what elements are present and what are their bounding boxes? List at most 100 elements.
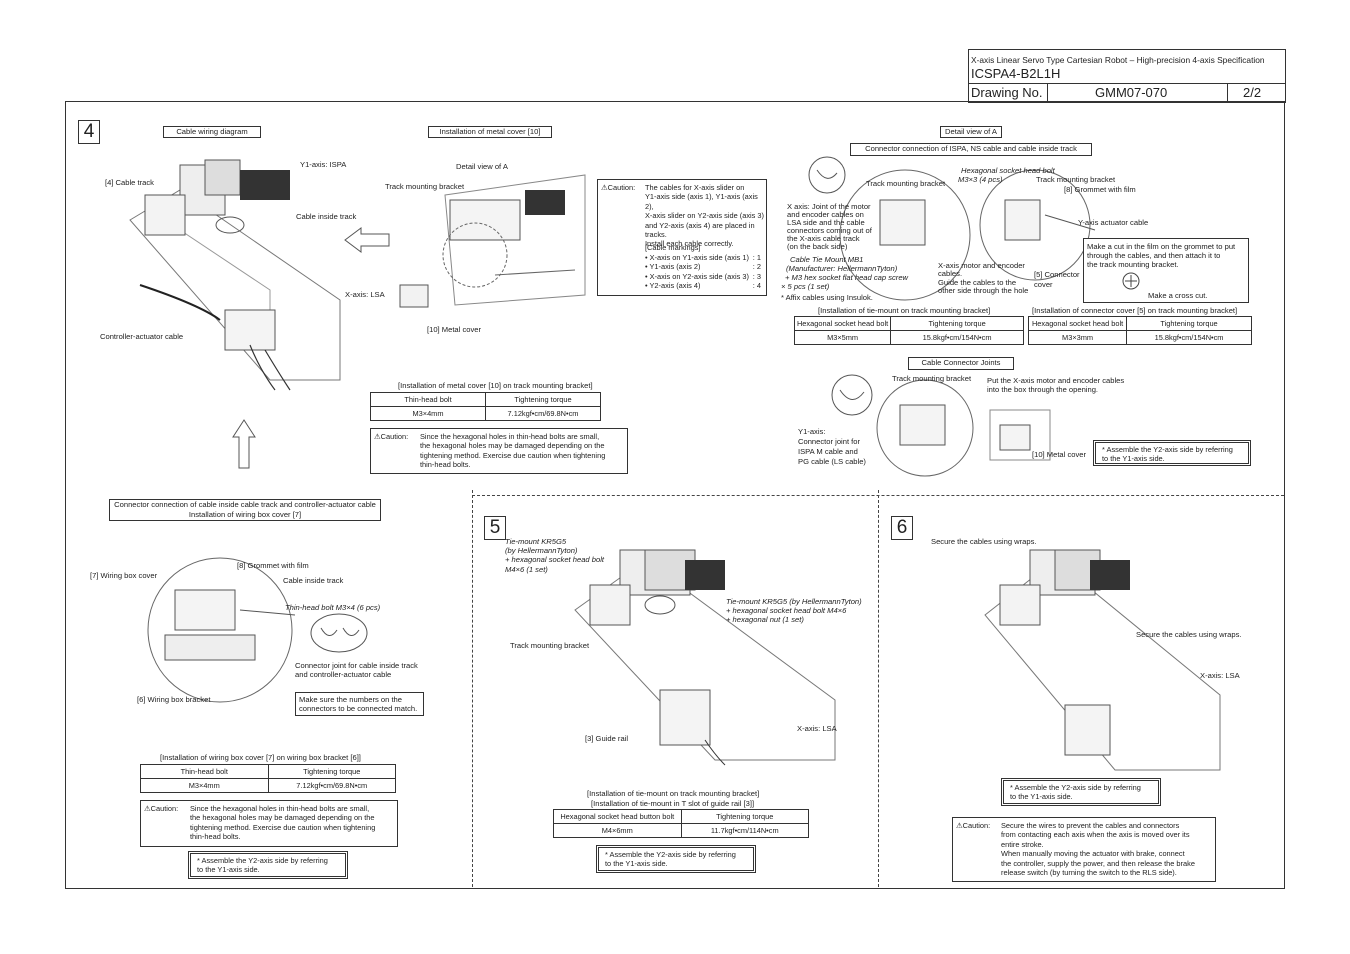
cable-wiring-illustration	[129, 159, 341, 391]
title-vdiv2	[1227, 83, 1228, 102]
caution-body: Since the hexagonal holes in thin-head b…	[420, 432, 606, 470]
label-track-mounting-bracket-c: Track mounting bracket	[892, 374, 972, 383]
metal-cover-illustration	[399, 174, 586, 308]
label-tie-mount-1: Tie-mount KR5G5 (by HellermannTyton) + h…	[505, 537, 605, 574]
label-grommet: [8] Grommet with film	[1064, 185, 1136, 194]
caution-section-6: ⚠Caution: Secure the wires to prevent th…	[952, 817, 1216, 882]
drawing-number: GMM07-070	[1095, 85, 1168, 100]
section-6-number: 6	[891, 516, 913, 540]
label-affix: * Affix cables using Insulok.	[781, 293, 873, 302]
wiring-box-table-title: [Installation of wiring box cover [7] on…	[160, 753, 361, 762]
metal-cover-table-title: [Installation of metal cover [10] on tra…	[398, 381, 593, 390]
table-header: Tightening torque	[680, 809, 809, 824]
label-x-axis-lsa: X-axis: LSA	[345, 290, 385, 299]
table-header: Tightening torque	[485, 392, 601, 407]
label-cable-inside-track: Cable inside track	[296, 212, 357, 221]
marking-value: : 2	[752, 262, 761, 272]
label-secure-1: Secure the cables using wraps.	[931, 537, 1037, 546]
product-title: X-axis Linear Servo Type Cartesian Robot…	[971, 55, 1265, 65]
label-y1-joint: Y1-axis: Connector joint for ISPA M cabl…	[798, 427, 866, 466]
detail-a-illustration	[808, 156, 1096, 301]
label-hex-screw: Hexagonal socket head bolt	[961, 166, 1055, 175]
caution-head: ⚠Caution:	[144, 804, 179, 813]
label-connector-cover: [5] Connector cover	[1034, 270, 1080, 289]
table-header: Hexagonal socket head bolt	[1027, 316, 1128, 331]
cable-connector-joints-illustration	[831, 374, 1051, 477]
label-secure-2: Secure the cables using wraps.	[1136, 630, 1242, 639]
label-put-cables: Put the X-axis motor and encoder cables …	[987, 376, 1125, 395]
label-wiring-box-bracket: [6] Wiring box bracket	[137, 695, 211, 704]
label-track-mounting-bracket-b: Track mounting bracket	[1036, 175, 1116, 184]
table-cell: M4×6mm	[553, 823, 682, 838]
table-cell: 7.12kgf•cm/69.8N•cm	[485, 406, 601, 421]
table-cell: M3×4mm	[140, 778, 269, 793]
divider-v-mid	[878, 490, 879, 887]
table-header: Hexagonal socket head button bolt	[553, 809, 682, 824]
warning-icon: ⚠	[144, 804, 151, 813]
section5-table-title-2: [Installation of tie-mount in T slot of …	[591, 799, 755, 808]
label-x-axis-5: X-axis: LSA	[797, 724, 837, 733]
drawing-frame	[65, 101, 1285, 889]
section-5-illustration	[574, 549, 836, 766]
label-wiring-box-cover: [7] Wiring box cover	[90, 571, 158, 580]
grommet-note-box: Make a cut in the film on the grommet to…	[1083, 238, 1249, 303]
arrow-left-icon	[344, 227, 390, 253]
tie-mount-table-title: [Installation of tie-mount on track moun…	[818, 306, 991, 315]
caution-body: Since the hexagonal holes in thin-head b…	[190, 804, 376, 842]
label-metal-cover-10: [10] Metal cover	[427, 325, 482, 334]
label-tie-mount-2: Tie-mount KR5G5 (by HellermannTyton) + h…	[726, 597, 862, 625]
assemble-note-joints: * Assemble the Y2-axis side by referring…	[1093, 440, 1251, 466]
cable-wiring-title: Cable wiring diagram	[163, 126, 261, 138]
caution-body: Secure the wires to prevent the cables a…	[1001, 821, 1195, 878]
drawing-label: Drawing No.	[971, 85, 1043, 100]
label-manufacturer: (Manufacturer: HellermannTyton)	[786, 264, 898, 273]
grommet-note: Make a cut in the film on the grommet to…	[1087, 242, 1236, 269]
table-cell: M3×5mm	[793, 330, 892, 345]
metal-cover-title: Installation of metal cover [10]	[428, 126, 552, 138]
caution-head: ⚠Caution:	[601, 183, 636, 192]
marking-label: • Y1-axis (axis 2)	[645, 262, 701, 272]
section-5-number: 5	[484, 516, 506, 540]
label-cable-inside-track-wb: Cable inside track	[283, 576, 344, 585]
caution-thin-head-bolts: ⚠Caution: Since the hexagonal holes in t…	[370, 428, 628, 474]
cross-cut-label: Make a cross cut.	[1148, 291, 1208, 300]
label-thin-head-bolt: Thin-head bolt M3×4 (6 pcs)	[285, 603, 381, 612]
table-cell: 11.7kgf•cm/114N•cm	[680, 823, 809, 838]
label-hex-flat: + M3 hex socket flat head cap screw	[785, 273, 909, 282]
label-tie-mount: Cable Tie Mount MB1	[790, 255, 864, 264]
cross-cut-icon	[1122, 272, 1140, 290]
table-header: Thin-head bolt	[370, 392, 486, 407]
arrow-up-icon	[232, 419, 256, 469]
wiring-box-illustration	[147, 557, 296, 703]
section-6-illustration	[984, 549, 1221, 771]
detail-view-a-title: Detail view of A	[940, 126, 1002, 138]
marking-value: : 3	[752, 271, 761, 281]
section5-table-title-1: [Installation of tie-mount on track moun…	[587, 789, 760, 798]
warning-icon: ⚠	[956, 821, 963, 830]
marking-label: • X-axis on Y2-axis side (axis 3)	[645, 271, 749, 281]
label-y-actuator-cable: Y-axis actuator cable	[1078, 218, 1149, 227]
title-block: X-axis Linear Servo Type Cartesian Robot…	[968, 49, 1286, 103]
label-track-mounting-bracket: Track mounting bracket	[385, 182, 465, 191]
page-number: 2/2	[1243, 85, 1262, 100]
table-header: Hexagonal socket head bolt	[793, 316, 892, 331]
table-cell: M3×4mm	[370, 406, 486, 421]
numbers-match-note: Make sure the numbers on the connectors …	[299, 695, 418, 714]
table-cell: M3×3mm	[1027, 330, 1128, 345]
marking-value: : 1	[752, 253, 761, 262]
table-header: Thin-head bolt	[140, 764, 269, 779]
label-metal-cover-joints: [10] Metal cover	[1032, 450, 1087, 459]
label-guide-rail: [3] Guide rail	[585, 734, 629, 743]
section-4-number: 4	[78, 120, 100, 144]
label-guide-cables: Guide the cables to the other side throu…	[938, 278, 1029, 295]
connector-connection-title: Connector connection of ISPA, NS cable a…	[850, 143, 1092, 156]
cable-markings-title: [Cable markings]	[645, 243, 701, 252]
label-cable-track: [4] Cable track	[105, 178, 154, 187]
caution-cable-marking: ⚠Caution: The cables for X-axis slider o…	[597, 179, 767, 296]
assemble-note-6: * Assemble the Y2-axis side by referring…	[1001, 778, 1161, 806]
marking-value: : 4	[752, 281, 761, 291]
